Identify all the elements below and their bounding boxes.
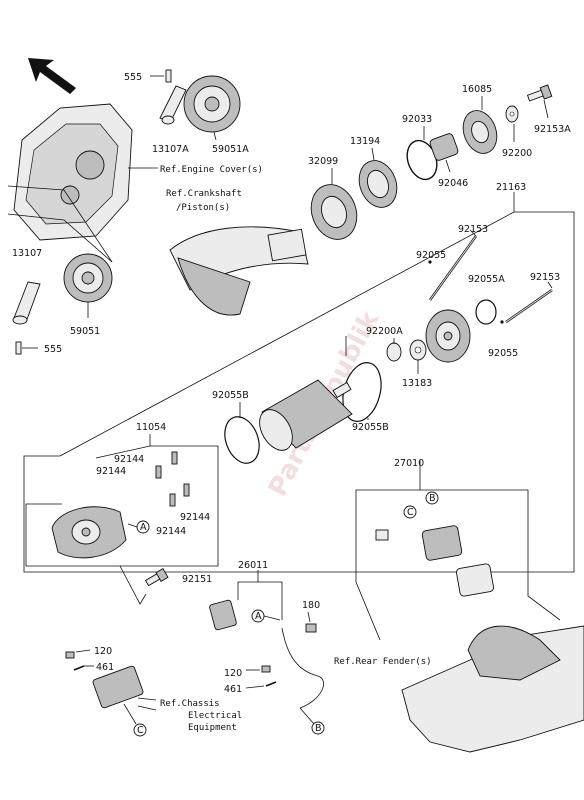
ref-chassis-line3: Equipment (188, 723, 237, 733)
crankshaft (169, 226, 309, 316)
label-16085: 16085 (462, 84, 492, 95)
washer-461-left (73, 665, 85, 671)
bolt-92153A (526, 84, 553, 102)
bolt-92153-left (429, 235, 477, 301)
bolt-92153-right (505, 289, 553, 323)
label-59051: 59051 (70, 326, 100, 337)
pin-555-top (165, 69, 172, 83)
starter-motor-body (259, 379, 353, 451)
ref-chassis-line1: Ref.Chassis (160, 699, 220, 709)
spring-92144-4 (169, 493, 176, 507)
starter-relay-27010 (375, 525, 494, 597)
label-92153A: 92153A (534, 124, 571, 135)
label-92200A: 92200A (366, 326, 403, 337)
bolt-120-right (261, 665, 271, 673)
label-92055-b: 92055 (488, 348, 518, 359)
label-92055A: 92055A (468, 274, 505, 285)
starter-cable (281, 627, 324, 709)
one-way-clutch-13194 (358, 160, 398, 208)
washer-92200A (386, 342, 402, 362)
pin-555-bottom (15, 341, 22, 355)
label-120-left: 120 (94, 646, 112, 657)
gear-59051A (183, 75, 241, 133)
bolt-120-left (65, 651, 75, 659)
callout-c-bracket: C (133, 723, 147, 737)
callout-b-relay: B (425, 491, 439, 505)
callout-b-cable: B (311, 721, 325, 735)
label-461-right: 461 (224, 684, 242, 695)
label-11054: 11054 (136, 422, 166, 433)
label-26011: 26011 (238, 560, 268, 571)
label-120-right: 120 (224, 668, 242, 679)
label-92055B-right: 92055B (352, 422, 389, 433)
label-180: 180 (302, 600, 320, 611)
rear-fender (401, 625, 584, 753)
label-13107: 13107 (12, 248, 42, 259)
svg-text:B: B (429, 493, 436, 504)
engine-cover (13, 103, 133, 241)
label-13183: 13183 (402, 378, 432, 389)
label-92046: 92046 (438, 178, 468, 189)
label-13107A: 13107A (152, 144, 189, 155)
svg-text:A: A (255, 611, 262, 622)
svg-text:C: C (407, 507, 414, 518)
label-92144-1: 92144 (114, 454, 144, 465)
label-92200: 92200 (502, 148, 532, 159)
label-92153-a: 92153 (458, 224, 488, 235)
spring-92144-2 (155, 465, 162, 479)
washer-92200 (505, 105, 519, 123)
starter-end-cover (425, 309, 471, 363)
ref-crankshaft-line1: Ref.Crankshaft (166, 189, 242, 199)
label-27010: 27010 (394, 458, 424, 469)
label-13194: 13194 (350, 136, 380, 147)
o-ring-92055A (475, 299, 497, 325)
callout-a-brush: A (136, 520, 150, 534)
label-555-top: 555 (124, 72, 142, 83)
arrow-up-left-icon (28, 58, 76, 94)
nut-180 (305, 623, 317, 633)
svg-text:C: C (137, 725, 144, 736)
o-ring-92055B-left (224, 416, 260, 464)
label-92033: 92033 (402, 114, 432, 125)
ref-rear-fender: Ref.Rear Fender(s) (334, 657, 432, 667)
shim-13183 (409, 339, 427, 361)
connector-bracket (92, 665, 144, 709)
ref-engine-cover: Ref.Engine Cover(s) (160, 165, 263, 175)
label-92153-b: 92153 (530, 272, 560, 283)
spring-92144-3 (183, 483, 190, 497)
label-59051A: 59051A (212, 144, 249, 155)
label-21163: 21163 (496, 182, 526, 193)
label-92055B-left: 92055B (212, 390, 249, 401)
label-92055-a: 92055 (416, 250, 446, 261)
label-92144-3: 92144 (180, 512, 210, 523)
washer-461-right (265, 681, 277, 687)
callout-c-relay: C (403, 505, 417, 519)
label-92144-4: 92144 (156, 526, 186, 537)
ref-chassis-line2: Electrical (188, 711, 242, 721)
shaft-13107 (12, 281, 41, 325)
svg-text:B: B (315, 723, 322, 734)
gear-32099 (310, 184, 358, 240)
bolt-92151 (144, 568, 169, 587)
label-32099: 32099 (308, 156, 338, 167)
brush-holder-11054 (51, 506, 127, 559)
callout-a-cable: A (251, 609, 265, 623)
label-555-bottom: 555 (44, 344, 62, 355)
label-92151: 92151 (182, 574, 212, 585)
needle-bearing-92046 (429, 133, 459, 161)
label-461-left: 461 (96, 662, 114, 673)
shaft-13107A (159, 85, 187, 125)
label-92144-2: 92144 (96, 466, 126, 477)
gear-16085 (462, 110, 498, 154)
spring-92144-1 (171, 451, 178, 465)
cable-terminal-26011 (209, 599, 237, 631)
ref-crankshaft-line2: /Piston(s) (176, 203, 230, 213)
svg-text:A: A (140, 522, 147, 533)
gear-59051 (63, 253, 113, 303)
